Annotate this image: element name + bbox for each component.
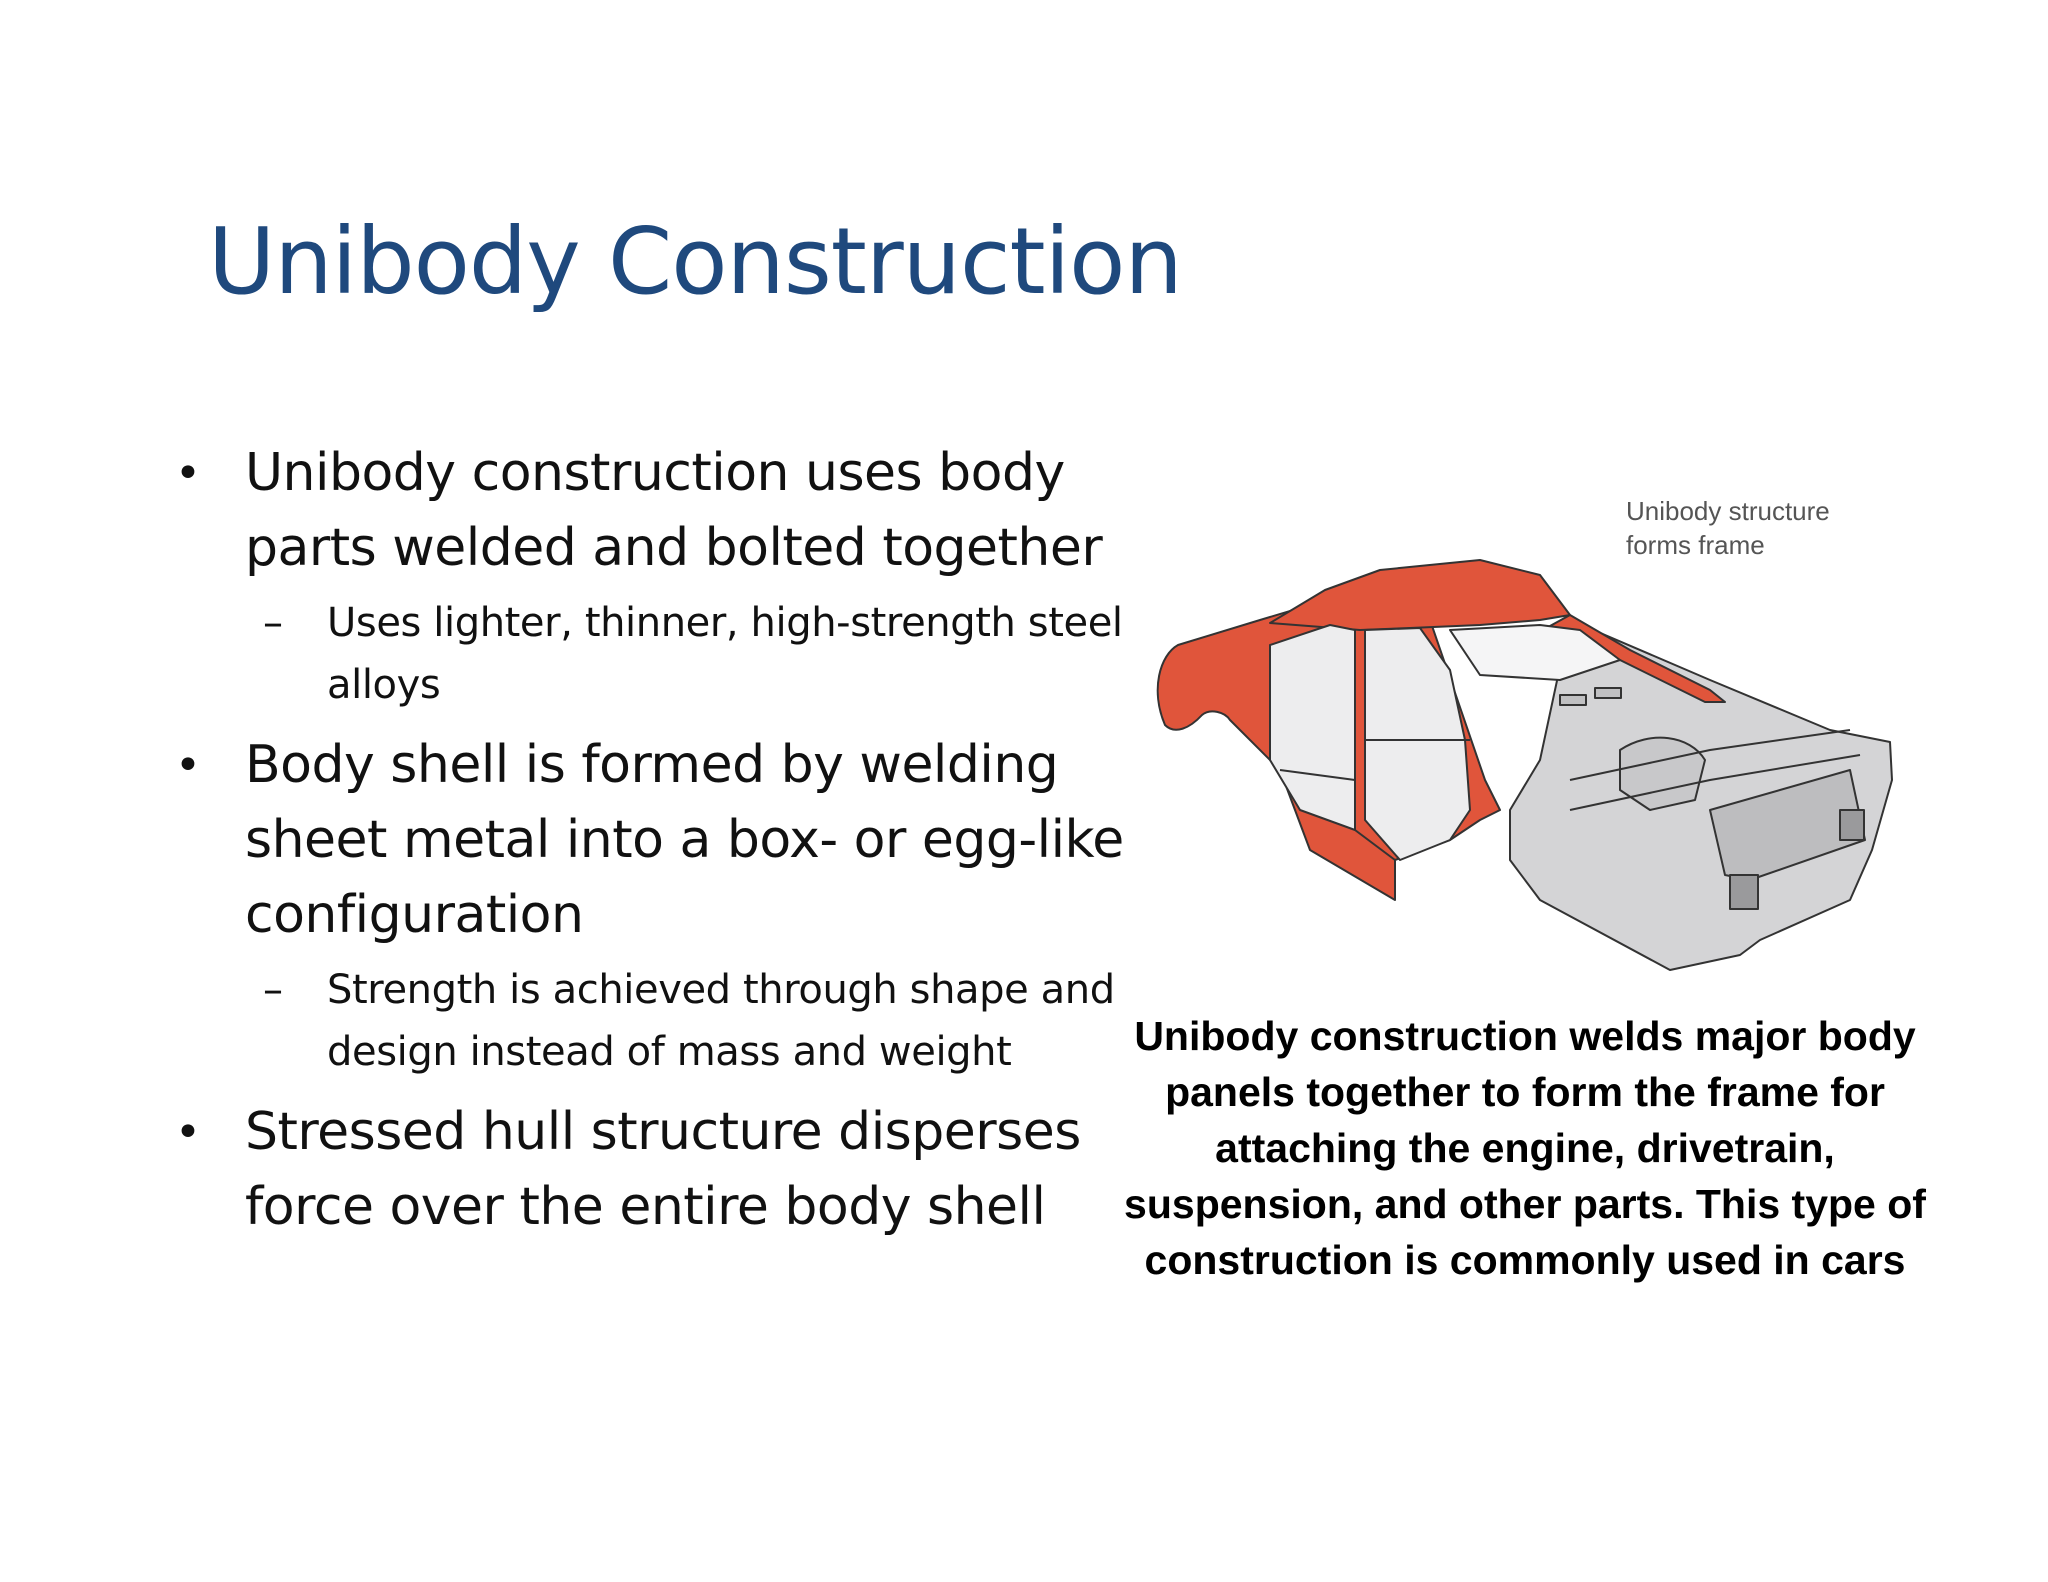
bullet-text: Stressed hull structure disperses force …	[245, 1102, 1081, 1237]
sub-bullet-item: – Uses lighter, thinner, high-strength s…	[175, 592, 1135, 716]
slide-title: Unibody Construction	[208, 208, 1183, 315]
windshield-opening	[1449, 624, 1621, 681]
figure-label-line: forms frame	[1626, 530, 1765, 560]
front-door-opening	[1364, 627, 1471, 861]
bullet-dot-icon: •	[175, 1107, 201, 1158]
bullet-item: • Unibody construction uses body parts w…	[175, 436, 1135, 586]
bullet-text: Body shell is formed by welding sheet me…	[245, 735, 1124, 945]
bullet-list: • Unibody construction uses body parts w…	[175, 436, 1135, 1245]
strut-tower	[1619, 736, 1706, 811]
bullet-item: • Body shell is formed by welding sheet …	[175, 728, 1135, 953]
roof-panel	[1269, 559, 1571, 631]
dash-icon: –	[263, 967, 283, 1013]
unibody-car-frame-illustration	[1156, 559, 1893, 971]
bumper-mount	[1839, 809, 1865, 841]
sub-bullet-text: Strength is achieved through shape and d…	[327, 967, 1115, 1075]
figure-label: Unibody structure forms frame	[1626, 494, 1830, 562]
bullet-dot-icon: •	[175, 740, 201, 791]
bumper-mount	[1729, 874, 1759, 910]
bullet-text: Unibody construction uses body parts wel…	[245, 443, 1103, 578]
rear-door-opening	[1269, 624, 1356, 831]
bullet-item: • Stressed hull structure disperses forc…	[175, 1095, 1135, 1245]
dash-icon: –	[263, 600, 283, 646]
figure-label-line: Unibody structure	[1626, 496, 1830, 526]
bullet-dot-icon: •	[175, 448, 201, 499]
cowl-vent	[1594, 687, 1622, 699]
floor-rail	[1279, 739, 1470, 861]
cowl-vent	[1559, 694, 1587, 706]
front-structure	[1509, 619, 1893, 971]
sub-bullet-item: – Strength is achieved through shape and…	[175, 959, 1135, 1083]
figure-caption: Unibody construction welds major body pa…	[1124, 1013, 1926, 1283]
radiator-support	[1709, 769, 1866, 881]
sub-bullet-text: Uses lighter, thinner, high-strength ste…	[327, 600, 1123, 708]
frame-rail	[1569, 729, 1861, 811]
